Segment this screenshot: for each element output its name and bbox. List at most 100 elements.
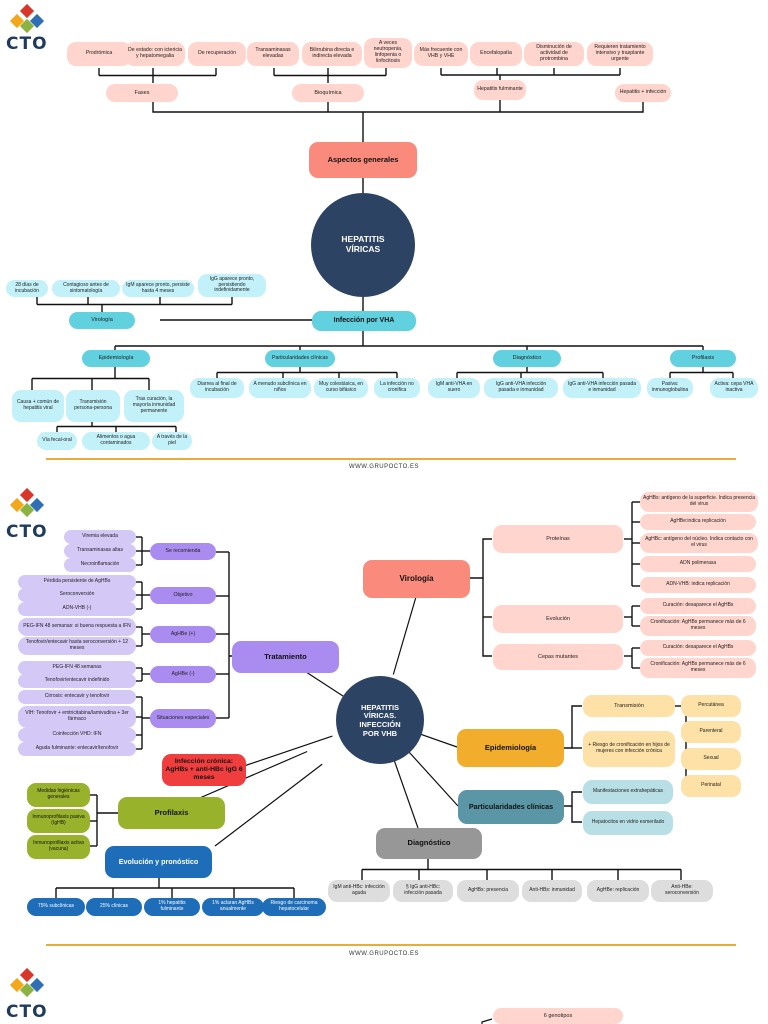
evol-item-carcinoma: Riesgo de carcinoma hepatocelular	[262, 898, 326, 916]
objetivo-node: Objetivo	[150, 587, 216, 604]
proteina-item-aghbe: AgHBe:indica replicación	[640, 514, 756, 530]
prof2-item-pasiva: Inmunoprofilaxis pasiva (IgHB)	[27, 809, 90, 833]
aghbe-pos-node: AgHBe (+)	[150, 626, 216, 643]
proteina-item-adn-polimerasa: ADN polimerasa	[640, 556, 756, 572]
infeccion-cronica-node: Infección crónica: AgHBs + anti-HBc IgG …	[162, 754, 246, 786]
page1-website[interactable]: WWW.GRUPOCTO.ES	[348, 464, 420, 470]
fulminante-item-vhb-vhe: Más frecuente con VHB y VHE	[414, 42, 468, 66]
evolucion-item-curacion: Curación: desaparece el AgHBs	[640, 598, 756, 614]
vhb-tratamiento-node: Tratamiento	[232, 641, 339, 673]
hepatitis-infeccion-node: Hepatitis + infección	[615, 84, 671, 102]
cepas-item-cronificacion: Cronificación: AgHBs permanece más de 6 …	[640, 658, 756, 678]
bioquimica-item-transaminasas: Transaminasas elevadas	[247, 42, 299, 66]
diag-item-igg-2: IgG anti-VHA infección pasada e inmunida…	[563, 378, 641, 398]
virologia-item-contagioso: Contagioso antes de sintomatología	[52, 280, 120, 297]
arrow-line	[392, 589, 419, 675]
evolucion-item-cronificacion: Cronificación: AgHBs permanece más de 6 …	[640, 616, 756, 636]
vhb-profilaxis-node: Profilaxis	[118, 797, 225, 829]
part-item-colestasica: Muy colestásica, en curso bifásico	[314, 378, 368, 398]
epi-sub-fecal-oral: Vía fecal-oral	[37, 432, 77, 450]
transmision-item-parenteral: Parenteral	[681, 721, 741, 743]
page2-center-circle	[336, 676, 424, 764]
proteinas-node: Proteínas	[493, 525, 623, 553]
arrow-line	[481, 1018, 493, 1024]
epi-item-curacion: Tras curación, la mayoría inmunidad perm…	[124, 390, 184, 422]
epi-sub-piel: A través de la piel	[152, 432, 192, 450]
virologia-item-incubacion: 28 días de incubación	[6, 280, 48, 297]
fases-item-prodromica: Prodrómica	[67, 42, 131, 66]
connector-line	[571, 806, 582, 823]
cto-logo-icon	[9, 4, 45, 34]
recomienda-item-viremia: Viremia elevada	[64, 530, 136, 544]
page1-center-circle	[311, 193, 415, 297]
page1-center-title: HEPATITIS VÍRICAS	[341, 234, 385, 254]
genotipos-node: 6 genotipos	[493, 1008, 623, 1024]
proteina-item-agbhs: AgHBs: antígeno de la superficie. Indica…	[640, 492, 758, 512]
virologia-item-igm: IgM aparece pronto, persiste hasta 4 mes…	[122, 280, 194, 297]
aghbe-pos-item-tenofovir: Tenofovir/entecavir hasta seroconversión…	[18, 637, 136, 655]
infeccion-vha-node: Infección por VHA	[312, 311, 416, 331]
fulminante-item-encefalopatia: Encefalopatía	[470, 42, 522, 66]
arrow-line	[214, 763, 323, 847]
diag-item-igm: IgM anti-VHA en suero	[428, 378, 480, 398]
diag2-item-aghbe: AgHBe: replicación	[587, 880, 649, 902]
fases-item-recuperacion: De recuperación	[188, 42, 246, 66]
cto-logo-text: CTO	[6, 1002, 48, 1022]
vha-epidemiologia-node: Epidemiología	[82, 350, 150, 367]
fulminante-node: Hepatitis fulminante	[474, 80, 526, 100]
situaciones-node: Situaciones especiales	[150, 709, 216, 728]
proteina-item-adn-vhb: ADN-VHB: indica replicación	[640, 577, 756, 593]
diag2-item-igg: § IgG anti-HBc: infección pasada	[393, 880, 453, 902]
virologia-item-igg: IgG aparece pronto, persistiendo indefin…	[198, 274, 266, 297]
page2-separator	[46, 944, 736, 946]
proteina-item-aghbc: AgHBc: antígeno del núcleo. Indica conta…	[640, 533, 758, 553]
evol-item-fulminante: 1% hepatitis fulminante	[144, 898, 200, 916]
part2-item-extrahepaticas: Manifestaciones extrahepáticas	[583, 780, 673, 804]
situaciones-item-vih: VIH: Tenofovir + emtricitabina/lamivudin…	[18, 706, 136, 728]
vhb-epidemiologia-node: Epidemiología	[457, 729, 564, 767]
aghbe-neg-item-tenofovir: Tenofovir/entecavir indefinido	[18, 674, 136, 688]
bioquimica-item-neutropenia: A veces neutropenia, linfopenia o linfoc…	[364, 38, 412, 68]
fulminante-item-protrombina: Disminución de actividad de protrombina	[524, 42, 584, 66]
vha-particularidades-node: Particularidades clínicas	[265, 350, 335, 367]
arrow-line	[406, 749, 459, 807]
diag2-item-anti-hbe: Anti-HBe: seroconversión	[651, 880, 713, 902]
prof2-item-higienicas: Medidas higiénicas generales	[27, 783, 90, 807]
cto-logo-icon	[9, 968, 45, 998]
page1-separator	[46, 458, 736, 460]
cto-logo-text: CTO	[6, 522, 48, 542]
riesgo-node: + Riesgo de cronificación en hijos de mu…	[583, 731, 675, 767]
connector-line	[152, 102, 644, 113]
vha-virologia-node: Virología	[69, 312, 135, 329]
page2-center-title: HEPATITIS VÍRICAS. INFECCIÓN POR VHB	[359, 702, 401, 738]
situaciones-item-cirrosis: Cirrosis: entecavir y tenofovir	[18, 690, 136, 704]
transmision-item-perinatal: Perinatal	[681, 775, 741, 797]
part2-item-vidrio: Hepatocitos en vidrio esmerilado	[583, 811, 673, 835]
part-item-subclinica: A menudo subclínica en niños	[249, 378, 311, 398]
cto-logo-text: CTO	[6, 34, 48, 54]
transmision-node: Transmisión	[583, 695, 675, 717]
vhb-particularidades-node: Particularidades clínicas	[458, 790, 564, 824]
recomienda-node: Se recomienda	[150, 543, 216, 560]
connector-line	[482, 578, 492, 657]
vhb-evolucion-node: Evolución y pronóstico	[105, 846, 212, 878]
arrow-line	[243, 735, 333, 767]
evol-item-subclinicas: 75% subclínicas	[27, 898, 85, 916]
fases-node: Fases	[106, 84, 178, 102]
aghbe-neg-node: AgHBe (-)	[150, 666, 216, 683]
transmision-item-sexual: Sexual	[681, 748, 741, 770]
vhb-diagnostico-node: Diagnóstico	[376, 828, 482, 859]
epi-sub-alimentos: Alimentos o agua contaminados	[82, 432, 150, 450]
fulminante-item-trasplante: Requieren tratamiento intensivo y traspl…	[587, 42, 653, 66]
aspectos-generales-node: Aspectos generales	[309, 142, 417, 178]
part-item-no-cronifica: La infección no cronifica	[374, 378, 420, 398]
evol-item-clinicas: 25% clínicas	[86, 898, 142, 916]
diag2-item-aghbs: AgHBs: presencia	[457, 880, 519, 902]
diag2-item-igm: IgM anti-HBc: infección aguda	[328, 880, 390, 902]
arrow-line	[392, 757, 419, 829]
objetivo-item-seroconversion: Seroconversión	[18, 588, 136, 602]
page2-website[interactable]: WWW.GRUPOCTO.ES	[348, 951, 420, 957]
situaciones-item-fulminante: Aguda fulminante: entecavir/tenofovir	[18, 742, 136, 756]
cto-logo-icon	[9, 488, 45, 518]
situaciones-item-vhd: Coinfección VHD: IFN	[18, 728, 136, 742]
